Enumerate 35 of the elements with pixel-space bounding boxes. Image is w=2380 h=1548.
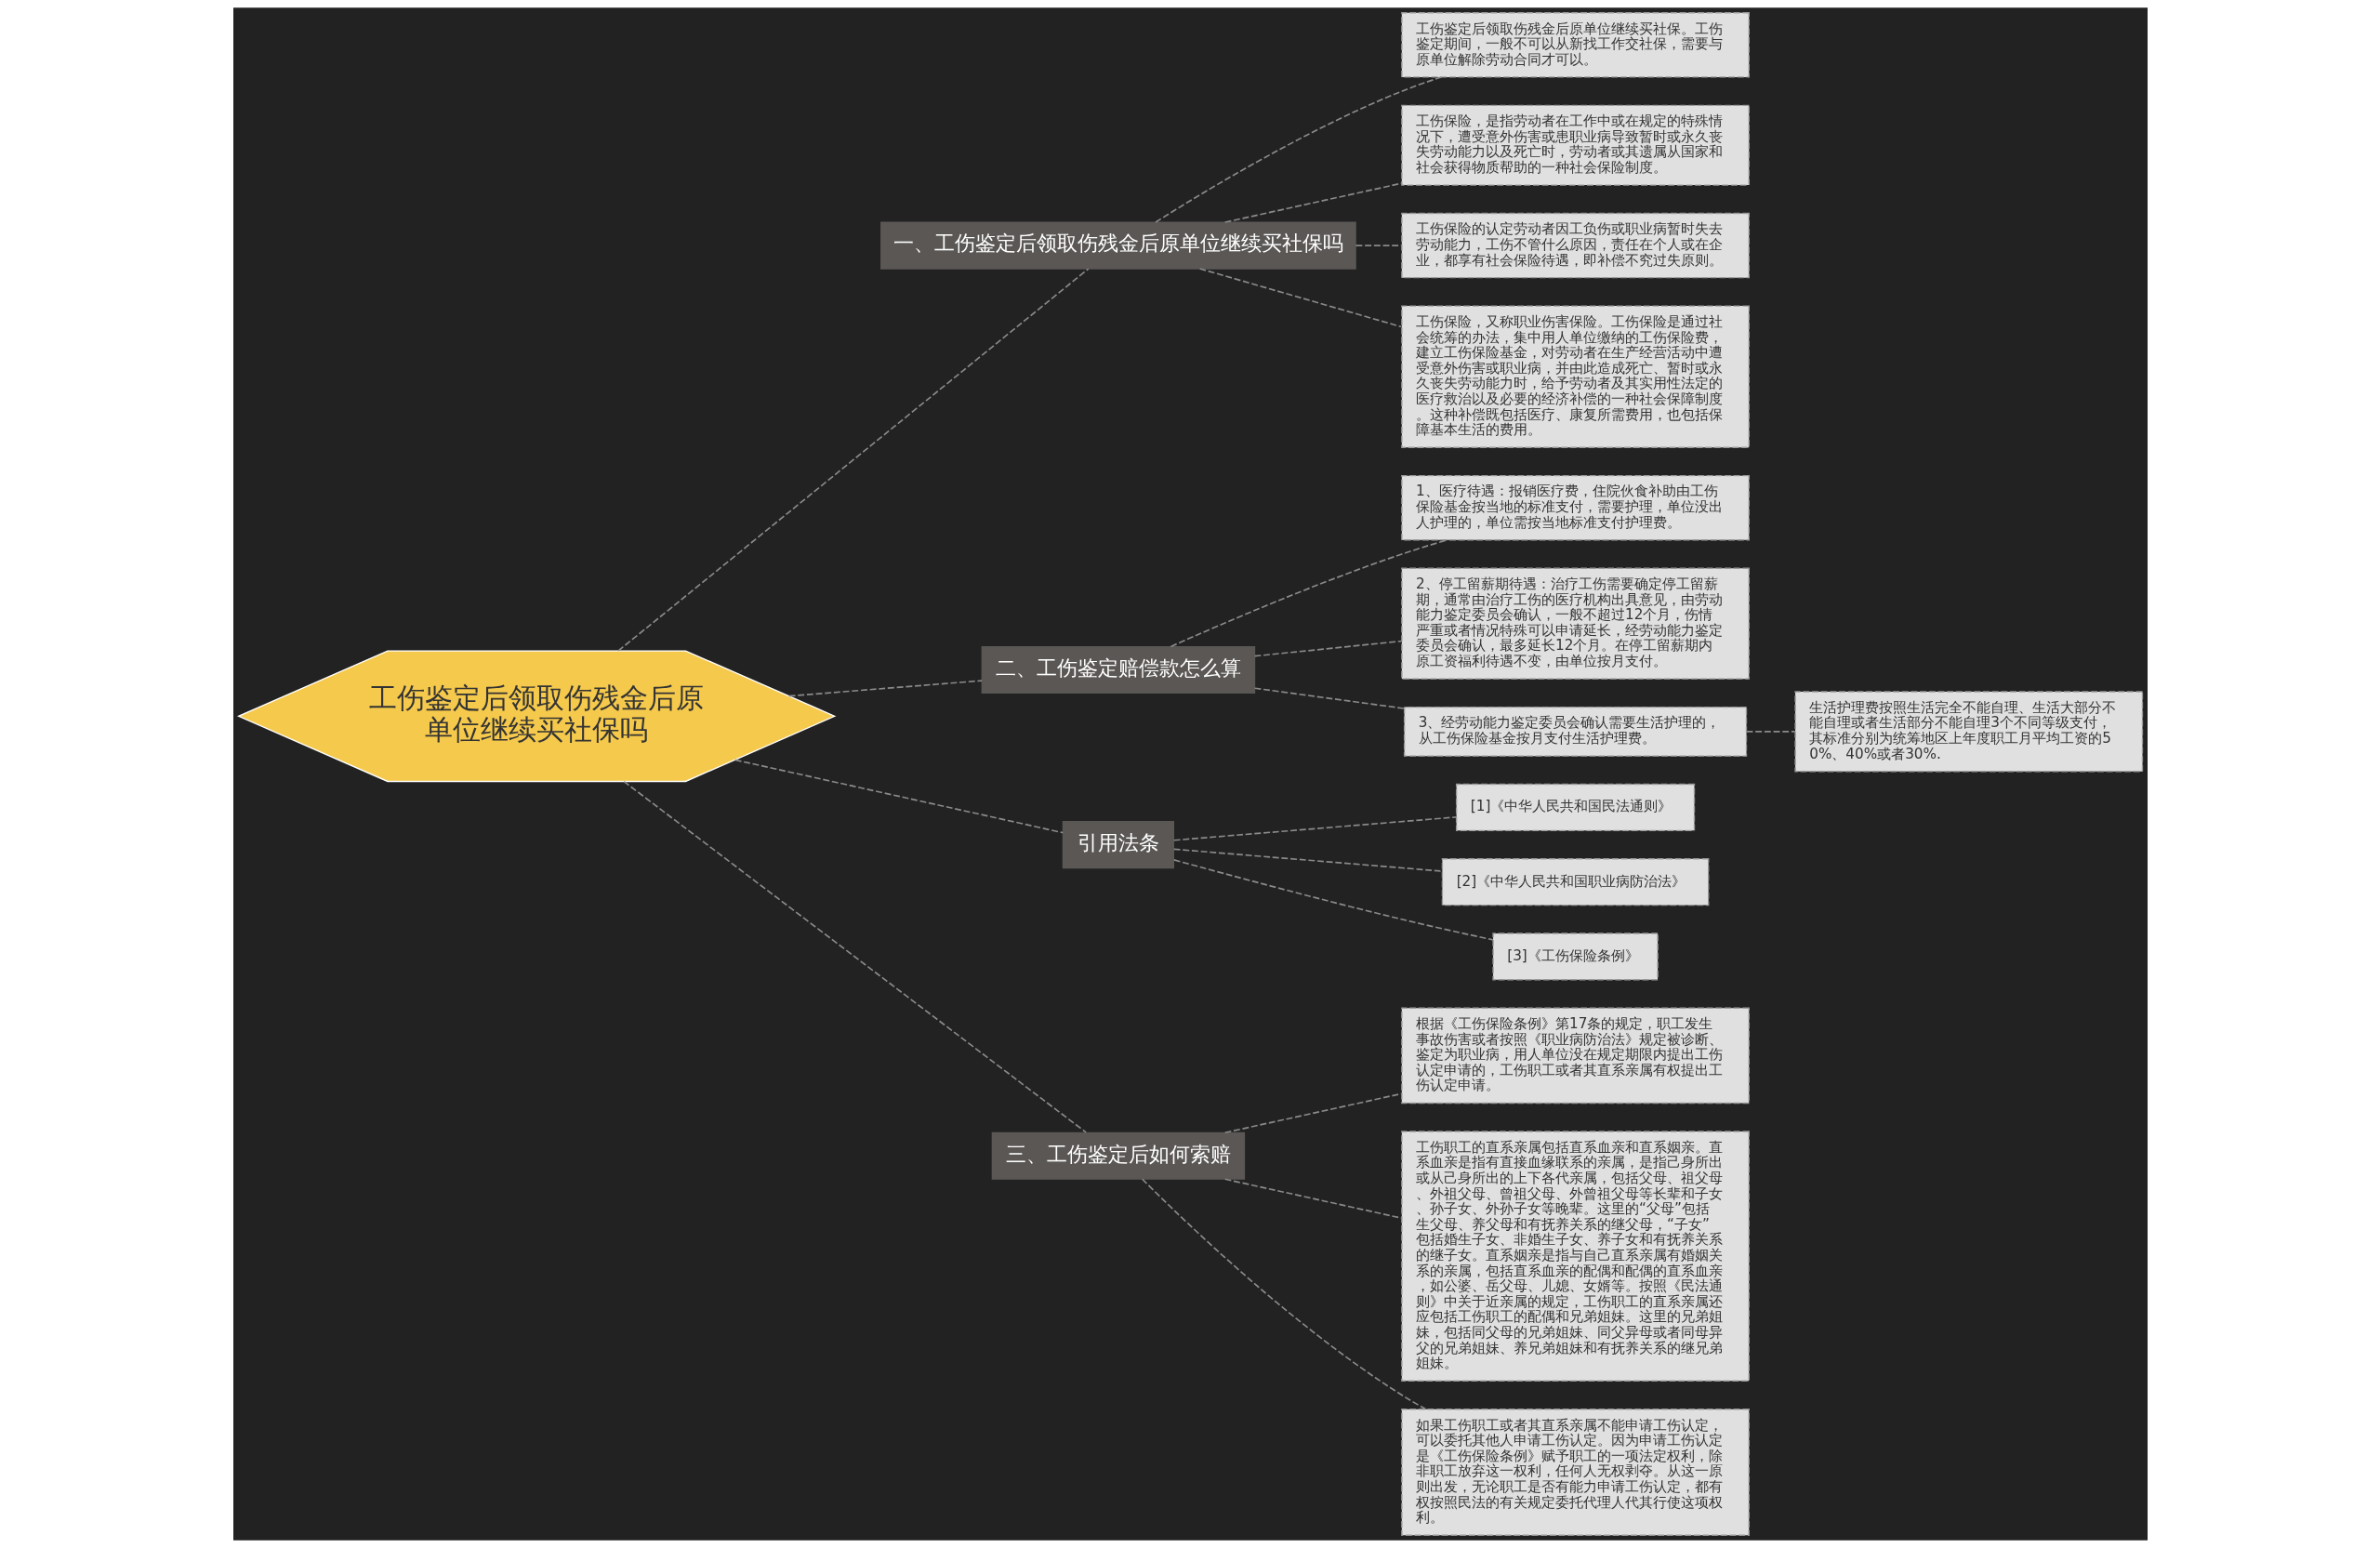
node-box: 二、工伤鉴定赔偿款怎么算 xyxy=(981,645,1255,695)
node-box: 工伤职工的直系亲属包括直系血亲和直系姻亲。直系血亲是指有直接血缘联系的亲属，是指己身所出或从己身所出的上下各代亲属，包括父母、祖父母、外祖父母、曾祖父母、外曾祖父母等长辈和子女、孙子女、外孙子女等晚辈。这里的“父母”包括生父母、养父母和有抚养关系的继父母，“子女”包括婚生子女、非婚生子女、养子女和有抚养关系的继子女。直系姻亲是指与自己直系亲属有婚姻关系的亲属，包括直系血亲的配偶和配偶的直系血亲，如公婆、岳父母、儿媳、女婿等。按照《民法通则》中关于近亲属的规定，工伤职工的直系亲属还应包括工伤职工的配偶和兄弟姐妹。这里的兄弟姐妹，包括同父母的兄弟姐妹、同父异母或者同母异父的兄弟姐妹、养兄弟姐妹和有抚养关系的继兄弟姐妹。 xyxy=(1400,1131,1750,1382)
connector xyxy=(1154,76,1442,223)
connector xyxy=(1223,182,1402,223)
connector xyxy=(1223,1092,1402,1134)
connector xyxy=(1172,848,1443,872)
connector xyxy=(1141,1178,1426,1410)
node-box: 工伤鉴定后领取伤残金后原单位继续买社保。工伤鉴定期间，一般不可以从新找工作交社保，需要与原单位解除劳动合同才可以。 xyxy=(1400,12,1750,78)
connector xyxy=(1223,1178,1402,1220)
connector xyxy=(787,680,983,697)
connector xyxy=(616,268,1090,652)
connector xyxy=(1172,816,1457,841)
node-box: 1、医疗待遇：报销医疗费，住院伙食补助由工伤保险基金按当地的标准支付，需要护理，单位没出人护理的，单位需按当地标准支付护理费。 xyxy=(1400,474,1750,541)
connector xyxy=(1253,640,1402,657)
connector xyxy=(1745,731,1795,733)
node-box: [1]《中华人民共和国民法通则》 xyxy=(1455,783,1695,832)
node-box: 引用法条 xyxy=(1062,820,1174,869)
connector xyxy=(622,780,1087,1133)
node-box: 工伤保险，又称职业伤害保险。工伤保险是通过社会统筹的办法，集中用人单位缴纳的工伤保险费，建立工伤保险基金，对劳动者在生产经营活动中遭受意外伤害或职业病，并由此造成死亡、暂时或永久丧失劳动能力时，给予劳动者及其实用性法定的医疗救治以及必要的经济补偿的一种社会保障制度。这种补偿既包括医疗、康复所需费用，也包括保障基本生活的费用。 xyxy=(1400,305,1750,448)
node-box: 三、工伤鉴定后如何索赔 xyxy=(991,1131,1245,1180)
node-box: 工伤保险的认定劳动者因工负伤或职业病暂时失去劳动能力，工伤不管什么原因，责任在个人或在企业，都享有社会保险待遇，即补偿不究过失原则。 xyxy=(1400,212,1750,279)
connector xyxy=(1170,539,1448,648)
connector xyxy=(1172,859,1494,941)
node-box: 一、工伤鉴定后领取伤残金后原单位继续买社保吗 xyxy=(879,221,1356,270)
node-box: 2、停工留薪期待遇：治疗工伤需要确定停工留薪期，通常由治疗工伤的医疗机构出具意见，由劳动能力鉴定委员会确认，一般不超过12个月，伤情严重或者情况特殊可以申请延长，经劳动能力鉴定委员会确认，最多延长12个月。在停工留薪期内原工资福利待遇不变，由单位按月支付。 xyxy=(1400,567,1750,680)
node-box: 根据《工伤保险条例》第17条的规定，职工发生事故伤害或者按照《职业病防治法》规定被诊断、鉴定为职业病，用人单位没在规定期限内提出工伤认定申请的，工伤职工或者其直系亲属有权提出工伤认定申请。 xyxy=(1400,1007,1750,1105)
node-box: 如果工伤职工或者其直系亲属不能申请工伤认定，可以委托其他人申请工伤认定。因为申请工伤认定是《工伤保险条例》赋予职工的一项法定权利，除非职工放弃这一权利，任何人无权剥夺。从这一原则出发，无论职工是否有能力申请工伤认定，都有权按照民法的有关规定委托代理人代其行使这项权利。 xyxy=(1400,1409,1750,1536)
node-box: 工伤保险，是指劳动者在工作中或在规定的特殊情况下，遭受意外伤害或患职业病导致暂时或永久丧失劳动能力以及死亡时，劳动者或其遗属从国家和社会获得物质帮助的一种社会保险制度。 xyxy=(1400,104,1750,186)
connector xyxy=(1198,268,1402,328)
node-box: 3、经劳动能力鉴定委员会确认需要生活护理的，从工伤保险基金按月支付生活护理费。 xyxy=(1403,706,1747,757)
connector xyxy=(734,759,1064,834)
node-box: 生活护理费按照生活完全不能自理、生活大部分不能自理或者生活部分不能自理3个不同等级支付，其标准分别为统筹地区上年度职工月平均工资的50%、40%或者30%. xyxy=(1793,691,2143,773)
node-box: [3]《工伤保险条例》 xyxy=(1491,933,1659,981)
node-box: [2]《中华人民共和国职业病防治法》 xyxy=(1441,858,1709,906)
connector xyxy=(1253,687,1405,709)
